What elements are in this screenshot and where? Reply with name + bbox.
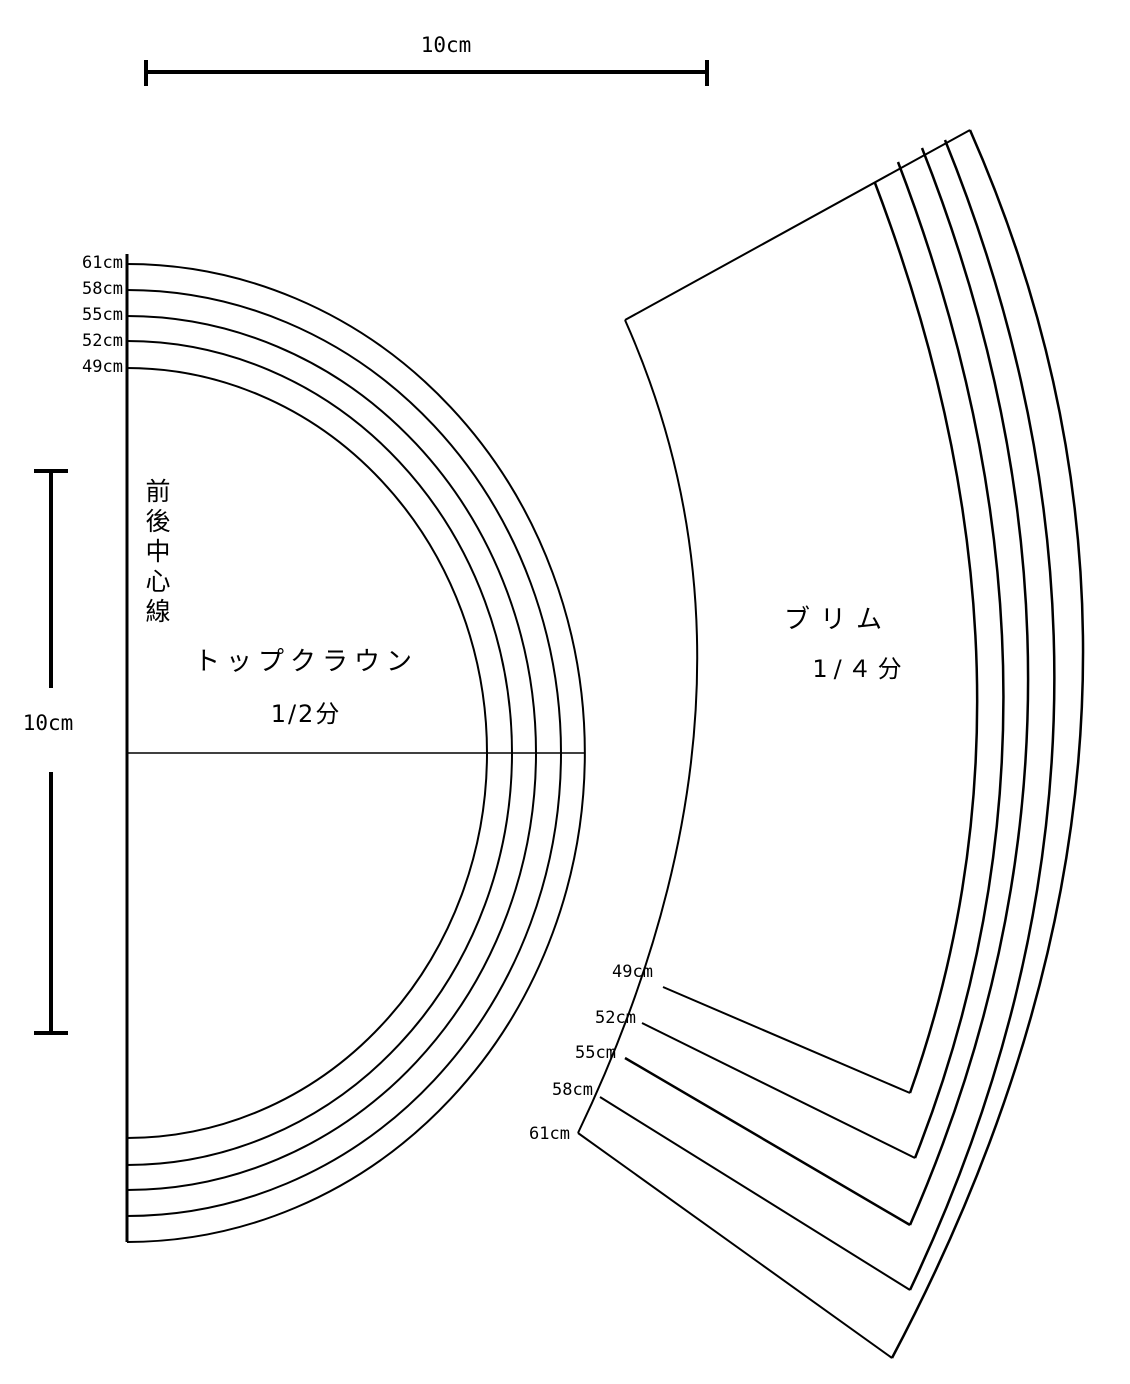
horizontal-scale-label: 10cm [421, 33, 472, 57]
crown-title: トップクラウン [194, 647, 418, 677]
brim-size-line-58cm [599, 1096, 911, 1291]
center-line-char: 中 [145, 537, 170, 566]
brim-size-label-49: 49cm [612, 962, 653, 982]
center-line-char: 心 [145, 567, 170, 596]
crown-size-label-49: 49cm [82, 357, 123, 377]
brim-bottom-edge [577, 1132, 893, 1359]
crown-fraction: 1/2分 [271, 700, 342, 728]
vertical-scale-bar: 10cm [23, 469, 74, 1035]
brim-size-label-52: 52cm [595, 1008, 636, 1028]
brim-outer-curve-61cm [890, 129, 1085, 1359]
brim-size-line-55cm [624, 1056, 911, 1227]
vertical-scale-label: 10cm [23, 711, 74, 735]
crown-size-label-61: 61cm [82, 253, 123, 273]
brim-outer-curve-58cm [908, 139, 1056, 1291]
horizontal-scale-bar: 10cm [144, 33, 709, 86]
brim-outer-curve-49cm [873, 182, 979, 1094]
center-line-char: 線 [145, 597, 170, 626]
crown-arc-61cm [126, 263, 586, 1243]
brim-size-label-55: 55cm [575, 1043, 616, 1063]
brim-title: ブリム [784, 605, 892, 635]
brim-piece: 49cm 52cm 55cm 58cm 61cm ブリム 1/４分 [529, 129, 1085, 1359]
brim-fraction: 1/４分 [812, 655, 907, 683]
brim-size-line-52cm [641, 1022, 916, 1159]
center-line-char: 前 [145, 477, 170, 506]
crown-arc-55cm [126, 315, 537, 1191]
brim-size-label-61: 61cm [529, 1124, 570, 1144]
crown-size-label-52: 52cm [82, 331, 123, 351]
brim-outer-curve-52cm [896, 161, 1005, 1159]
crown-arc-58cm [126, 289, 562, 1217]
brim-inner-curve [577, 319, 699, 1134]
crown-arc-52cm [126, 340, 513, 1166]
brim-top-edge [624, 129, 971, 321]
top-crown-piece: 61cm 58cm 55cm 52cm 49cm 前 後 中 心 線 トップクラ… [82, 253, 586, 1243]
center-line-char: 後 [145, 507, 170, 536]
crown-size-label-55: 55cm [82, 305, 123, 325]
brim-size-label-58: 58cm [552, 1080, 593, 1100]
brim-size-line-49cm [662, 986, 911, 1094]
center-line-vertical-label: 前 後 中 心 線 [145, 477, 170, 626]
crown-size-label-58: 58cm [82, 279, 123, 299]
brim-outer-curve-55cm [908, 147, 1030, 1226]
crown-arc-49cm [126, 367, 488, 1139]
